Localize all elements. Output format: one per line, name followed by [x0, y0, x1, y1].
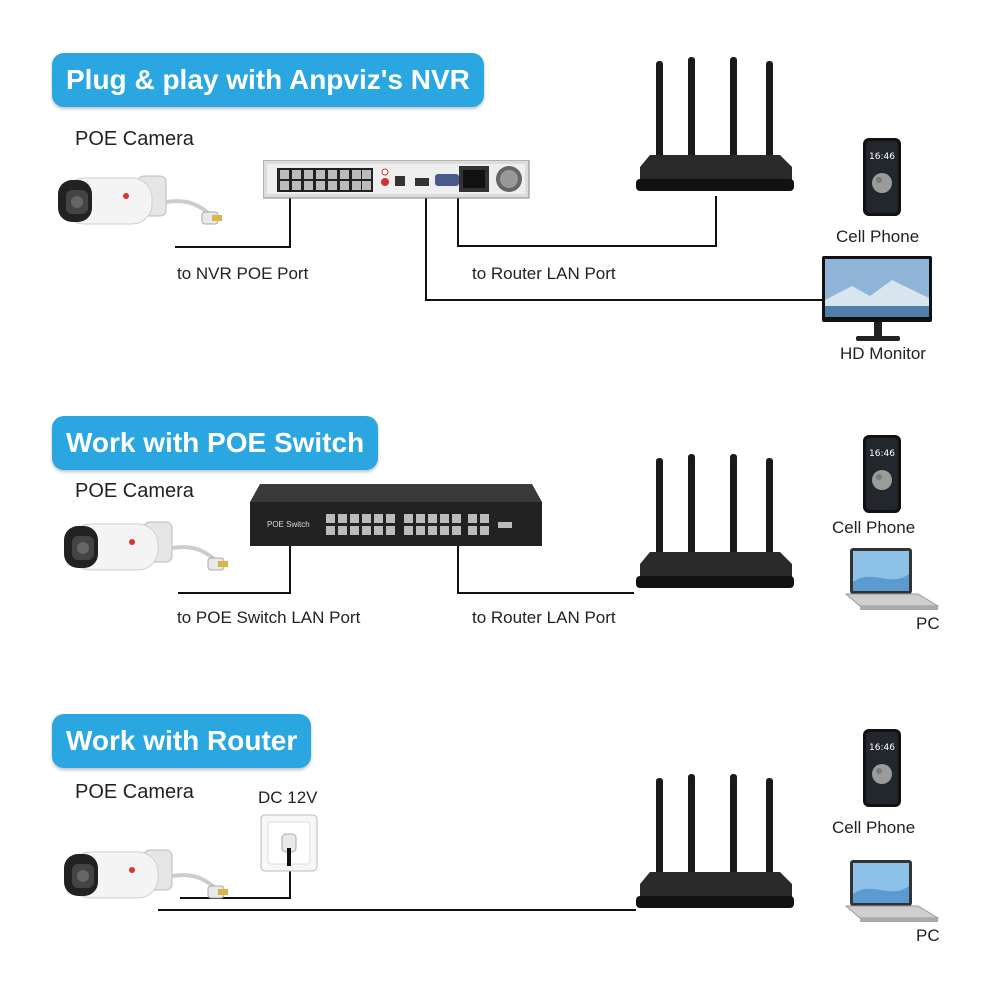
router-icon: [636, 774, 794, 908]
router-icon: [636, 57, 794, 191]
hd-monitor-label: HD Monitor: [840, 344, 926, 363]
poe-camera-icon: [64, 521, 228, 571]
poe-camera-icon: [64, 849, 228, 899]
to-nvr-poe-port-label: to NVR POE Port: [177, 264, 309, 283]
poe-camera-icon: [58, 175, 222, 225]
cell-phone-icon: 16:46: [863, 729, 901, 807]
cell-phone-icon: 16:46: [863, 138, 901, 216]
to-router-lan-port-label: to Router LAN Port: [472, 608, 616, 627]
phone-time: 16:46: [869, 152, 895, 162]
pc-label: PC: [916, 614, 940, 633]
poe-camera-label: POE Camera: [75, 781, 194, 803]
laptop-icon: [844, 548, 940, 610]
wire-switch-to-router: [457, 546, 634, 594]
wire-nvr-to-monitor: [425, 198, 823, 301]
section-nvr-title: Plug & play with Anpviz's NVR: [52, 53, 484, 107]
cell-phone-label: Cell Phone: [836, 227, 920, 246]
section-poe-switch-title: Work with POE Switch: [52, 416, 379, 470]
router-icon: [636, 454, 794, 588]
cell-phone-label: Cell Phone: [832, 518, 916, 537]
pc-label: PC: [916, 926, 940, 945]
poe-camera-label: POE Camera: [75, 480, 194, 502]
poe-switch-device: POE Switch: [250, 484, 542, 546]
power-outlet-icon: [260, 814, 318, 872]
cell-phone-label: Cell Phone: [832, 818, 916, 837]
poe-switch-icon: [250, 484, 542, 546]
wire-camera-to-switch: [178, 546, 291, 594]
phone-time: 16:46: [869, 449, 895, 459]
hd-monitor-icon: [822, 256, 932, 341]
to-router-lan-port-label: to Router LAN Port: [472, 264, 616, 283]
dc-12v-label: DC 12V: [258, 788, 318, 807]
poe-camera-label: POE Camera: [75, 128, 194, 150]
section-router-title: Work with Router: [52, 714, 312, 768]
phone-time: 16:46: [869, 743, 895, 753]
cell-phone-icon: 16:46: [863, 435, 901, 513]
laptop-icon: [844, 860, 940, 922]
wire-nvr-to-router: [457, 196, 717, 247]
nvr-device-icon: [263, 160, 530, 199]
poe-switch-text: POE Switch: [267, 520, 310, 529]
wire-camera-to-nvr: [175, 198, 291, 248]
to-poe-switch-lan-port-label: to POE Switch LAN Port: [177, 608, 361, 627]
